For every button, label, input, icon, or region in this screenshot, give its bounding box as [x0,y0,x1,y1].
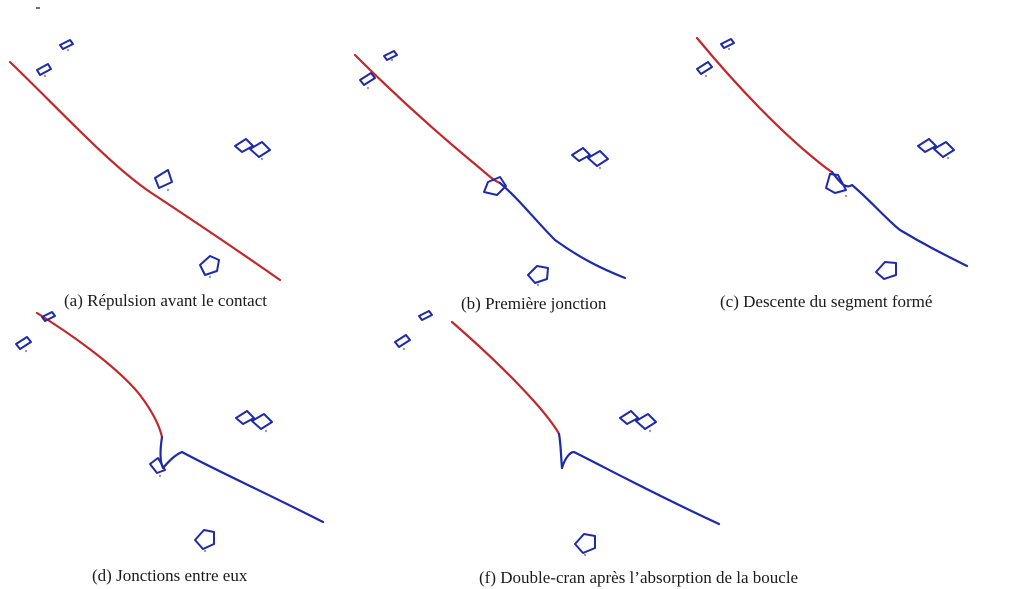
dislocation-line-red [450,320,561,436]
dislocation-loop-absorbed [149,457,166,474]
dislocation-loop [571,147,591,162]
dislocation-loop [933,141,955,158]
dislocation-loop [587,150,609,167]
caption-a: (a) Répulsion avant le contact [64,291,267,310]
dislocation-loop [251,413,273,430]
dislocation-loop [383,50,398,61]
caption-d: (d) Jonctions entre eux [92,566,248,585]
dislocation-line-red [353,53,502,185]
caption-f: (f) Double-cran après l’absorption de la… [479,568,798,587]
dislocation-loop [234,138,254,153]
dislocation-loop [36,63,52,76]
panel-a: (a) Répulsion avant le contact [8,39,282,310]
dislocation-loop [249,141,271,158]
dislocation-loop [527,265,549,284]
dislocation-loop [394,334,411,348]
dislocation-line-red [695,36,834,174]
dislocation-loop [59,39,74,50]
dislocation-loop [875,261,897,280]
panel-d: (d) Jonctions entre eux [15,311,325,585]
dislocation-loop [154,169,173,189]
caption-b: (b) Première jonction [461,294,607,313]
dislocation-line-blue [159,435,325,524]
dislocation-loop [199,255,220,276]
caption-c: (c) Descente du segment formé [720,292,932,311]
dislocation-loop [619,410,639,425]
dislocation-loop [418,310,433,321]
panel-b: (b) Première jonction [353,50,627,313]
dislocation-line-red [8,60,282,282]
dislocation-loop-absorbed [483,176,507,196]
dislocation-loop-absorbed [825,173,847,194]
dislocation-line-red [35,311,164,439]
dislocation-loop [235,410,255,425]
panel-c: (c) Descente du segment formé [695,36,969,311]
panel-f: (f) Double-cran après l’absorption de la… [394,310,798,587]
dislocation-loop [720,38,735,49]
dislocation-loop [574,533,596,554]
dislocation-loop [15,336,32,350]
dislocation-loop [359,72,376,86]
dislocation-line-blue [557,432,721,526]
dislocation-line-blue [830,170,969,268]
dislocation-loop [194,529,215,550]
dislocation-line-blue [498,181,627,280]
dislocation-loop [917,138,937,153]
dislocation-loop [635,413,657,430]
dislocation-loop [696,61,713,75]
dislocation-loop [41,311,56,322]
